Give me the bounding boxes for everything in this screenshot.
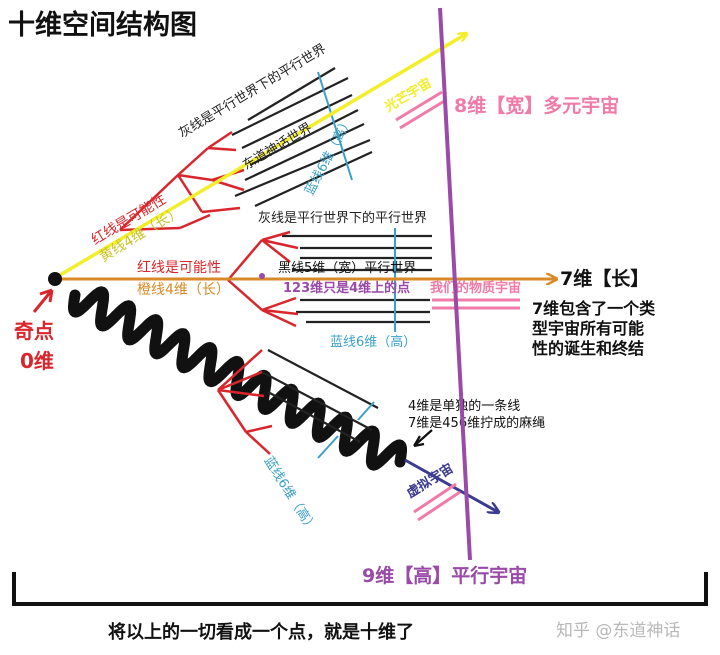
lower-blue-mark-2 xyxy=(317,435,339,459)
upper-pink-marks xyxy=(395,90,447,130)
origin-arrow xyxy=(32,288,54,313)
dim7-desc-line2: 型宇宙所有可能 xyxy=(532,319,644,338)
dim7-desc-line3: 性的诞生和终结 xyxy=(532,339,644,358)
lower-red-arrows xyxy=(216,349,273,455)
bottom-caption: 将以上的一切看成一个点，就是十维了 xyxy=(108,621,414,643)
dim7-desc-line1: 7维包含了一个类 xyxy=(532,299,656,318)
middle-red-label: 红线是可能性 xyxy=(137,260,221,276)
middle-pink-marks xyxy=(432,298,520,310)
origin-label: 奇点 xyxy=(14,319,54,343)
note-7d: 7维是456维拧成的麻绳 xyxy=(408,415,545,431)
upper-blue-line xyxy=(317,71,353,181)
watermark: 知乎 @东道神话 xyxy=(556,621,680,641)
lower-blue-mark xyxy=(357,401,375,421)
origin-dim-label: 0维 xyxy=(20,349,54,373)
lower-gray-lines xyxy=(261,349,379,443)
orange-label: 橙线4维（长） xyxy=(137,282,230,298)
bottom-bracket xyxy=(12,572,708,606)
note-4d: 4维是单独的一条线 xyxy=(408,398,520,414)
black-5d-label: 黑线5维（宽）平行世界 xyxy=(278,260,416,276)
lower-blue-label: 蓝线6维（高） xyxy=(261,454,320,536)
singularity-dot xyxy=(48,272,62,286)
our-universe-label: 我们的物质宇宙 xyxy=(430,280,521,296)
virtual-universe-label: 虚拟宇宙 xyxy=(404,460,457,501)
middle-red-arrows xyxy=(227,230,299,328)
diagram-title: 十维空间结构图 xyxy=(8,9,197,41)
yellow-4d-line xyxy=(54,34,466,280)
note-pointer-arrow xyxy=(413,429,433,448)
dim8-label: 8维【宽】多元宇宙 xyxy=(454,94,619,117)
dim9-label: 9维【高】平行宇宙 xyxy=(362,564,527,587)
upper-red-arrows xyxy=(119,130,245,232)
middle-blue-label: 蓝线6维（高） xyxy=(330,334,416,350)
dim9-line xyxy=(438,7,472,561)
middle-gray-lines xyxy=(282,234,432,324)
note-123d: 123维只是4维上的点 xyxy=(283,280,410,296)
rope-7d xyxy=(68,286,407,471)
dim7-label: 7维【长】 xyxy=(560,267,649,290)
upper-gray-lines xyxy=(231,67,373,207)
point-123d xyxy=(259,273,265,279)
lower-pink-marks xyxy=(413,482,461,522)
middle-gray-label: 灰线是平行世界下的平行世界 xyxy=(258,210,427,226)
